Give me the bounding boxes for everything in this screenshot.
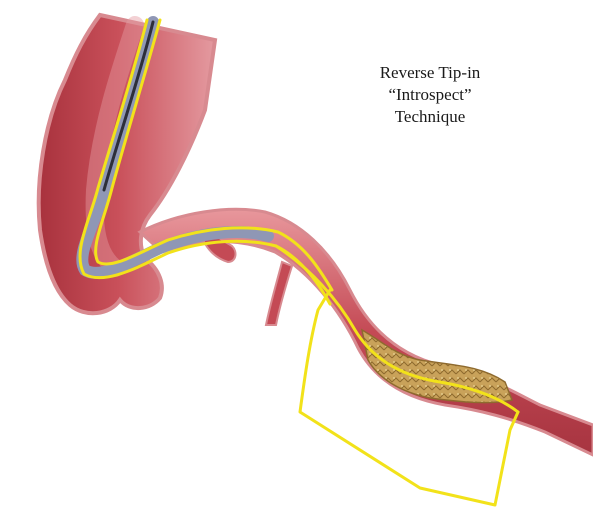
caption-line-2: “Introspect” <box>350 84 510 106</box>
caption-line-3: Technique <box>350 106 510 128</box>
technique-caption: Reverse Tip-in “Introspect” Technique <box>350 62 510 128</box>
caption-line-1: Reverse Tip-in <box>350 62 510 84</box>
side-branch-lower <box>266 262 292 325</box>
